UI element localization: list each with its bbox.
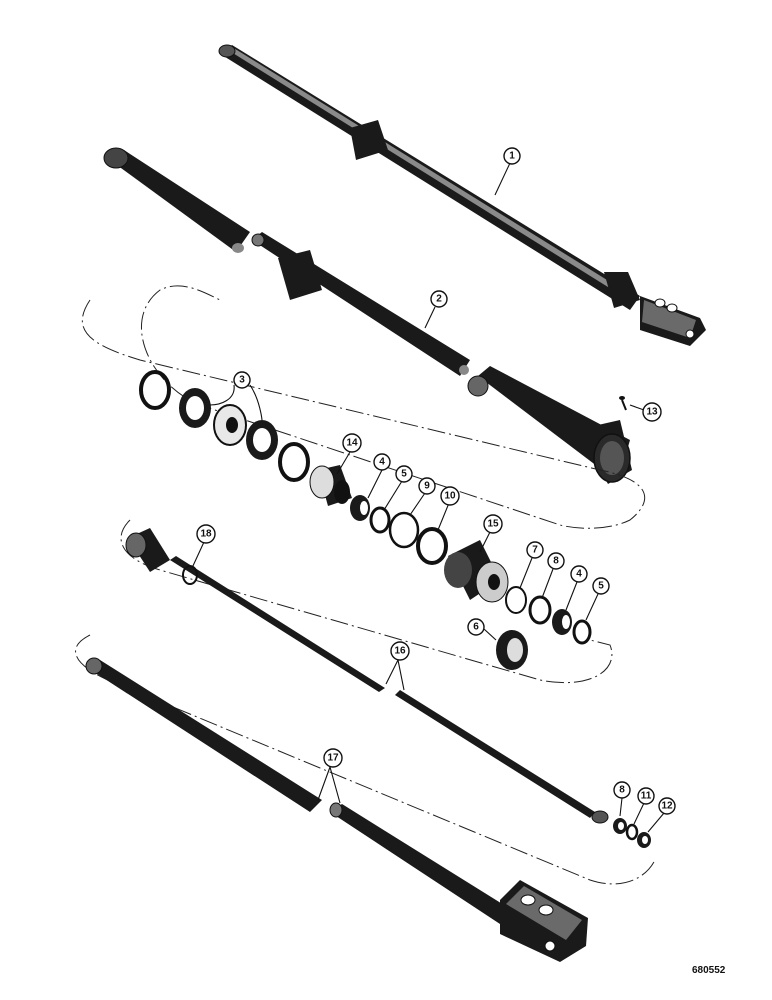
part-11-ring <box>625 823 639 841</box>
svg-text:7: 7 <box>532 545 538 556</box>
part-3-seal-kit <box>139 370 310 482</box>
callout-5-lower: 5 <box>592 577 610 595</box>
part-16-rod <box>395 690 609 824</box>
part-5-upper <box>369 506 391 534</box>
svg-text:6: 6 <box>473 622 479 633</box>
svg-text:15: 15 <box>487 519 499 530</box>
part-17-tube <box>85 657 588 962</box>
callout-6: 6 <box>467 618 485 636</box>
svg-text:16: 16 <box>394 646 406 657</box>
svg-text:5: 5 <box>401 469 407 480</box>
callout-5-upper: 5 <box>395 465 413 483</box>
callout-10: 10 <box>440 486 460 506</box>
part-6-packing <box>496 630 528 670</box>
callout-balloons: 1 2 3 4 5 9 10 13 14 15 18 7 8 4 5 6 16 … <box>196 147 676 815</box>
svg-text:2: 2 <box>436 294 442 305</box>
callout-8-upper: 8 <box>547 552 565 570</box>
svg-text:17: 17 <box>327 753 339 764</box>
drawing-number: 680552 <box>692 965 726 976</box>
callout-8-lower: 8 <box>613 781 631 799</box>
svg-text:1: 1 <box>509 151 515 162</box>
part-18-piston-rod-assembly <box>125 528 385 692</box>
callout-18: 18 <box>196 524 216 544</box>
part-15-piston-head <box>444 540 509 603</box>
svg-text:10: 10 <box>444 491 456 502</box>
callout-17: 17 <box>323 748 343 768</box>
phantom-line-lower <box>75 634 656 885</box>
callout-14: 14 <box>342 433 362 453</box>
svg-text:9: 9 <box>424 481 430 492</box>
part-2-cylinder-tube <box>103 147 632 484</box>
svg-text:12: 12 <box>661 801 673 812</box>
svg-text:18: 18 <box>200 529 212 540</box>
callout-4-lower: 4 <box>570 565 588 583</box>
callout-16: 16 <box>390 641 410 661</box>
part-14-bushing <box>309 465 352 506</box>
svg-text:5: 5 <box>598 581 604 592</box>
part-7-ring <box>505 586 527 614</box>
part-1-rod <box>218 44 706 346</box>
svg-text:8: 8 <box>619 785 625 796</box>
callout-13: 13 <box>642 402 662 422</box>
phantom-line-middle <box>120 519 613 684</box>
callout-12: 12 <box>658 797 676 815</box>
svg-text:4: 4 <box>379 457 385 468</box>
part-9-ring <box>388 511 420 549</box>
leader-lines <box>191 162 665 833</box>
callout-9: 9 <box>418 477 436 495</box>
svg-text:14: 14 <box>346 438 358 449</box>
svg-text:4: 4 <box>576 569 582 580</box>
callout-3: 3 <box>233 371 251 389</box>
svg-text:8: 8 <box>553 556 559 567</box>
part-10-ring <box>416 527 448 565</box>
part-8-ring-upper <box>528 595 552 625</box>
callout-7: 7 <box>526 541 544 559</box>
callout-11: 11 <box>637 787 655 805</box>
part-13-screw <box>619 396 627 411</box>
svg-text:11: 11 <box>641 791 652 802</box>
svg-text:13: 13 <box>646 407 658 418</box>
callout-2: 2 <box>430 290 448 308</box>
callout-4-upper: 4 <box>373 453 391 471</box>
callout-15: 15 <box>483 514 503 534</box>
callout-1: 1 <box>503 147 521 165</box>
part-5-lower <box>572 619 592 645</box>
svg-text:3: 3 <box>239 375 245 386</box>
phantom-line-upper <box>81 285 646 529</box>
